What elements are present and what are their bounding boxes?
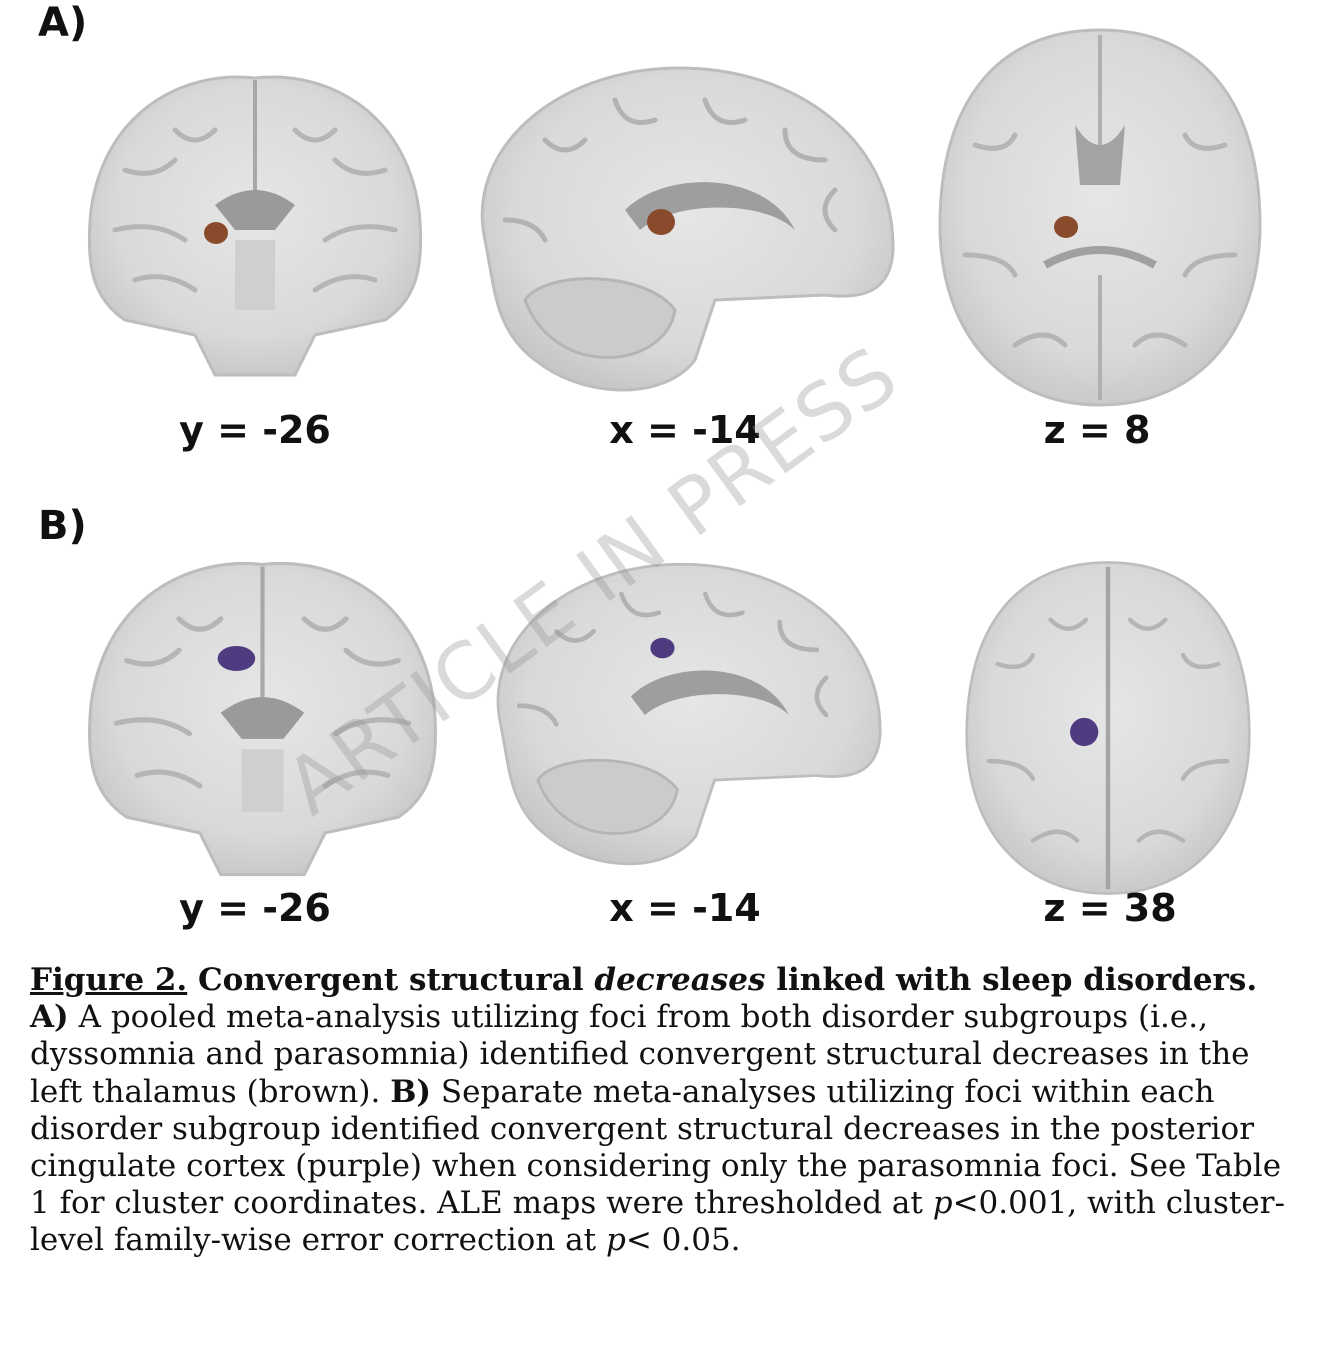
coord-label-a-sagittal: x = -14 bbox=[609, 408, 761, 452]
panel-label-a: A) bbox=[38, 0, 88, 46]
caption-threshold-2: < 0.05. bbox=[625, 1222, 741, 1259]
coord-label-a-axial: z = 8 bbox=[1043, 408, 1151, 452]
axial-brain-a bbox=[938, 28, 1262, 407]
caption-p1: p bbox=[932, 1185, 953, 1222]
sagittal-brain-b bbox=[496, 562, 882, 866]
cingulate-cluster bbox=[217, 645, 256, 672]
caption-title-italic: decreases bbox=[594, 962, 766, 998]
caption-p2: p bbox=[605, 1222, 626, 1259]
figure-label: Figure 2. bbox=[30, 962, 188, 998]
caption-title-1: Convergent structural bbox=[187, 962, 595, 998]
panel-label-b: B) bbox=[38, 503, 87, 549]
thalamus-cluster bbox=[1054, 216, 1078, 238]
coord-label-b-axial: z = 38 bbox=[1043, 886, 1177, 930]
coord-label-b-coronal: y = -26 bbox=[179, 886, 331, 930]
sagittal-brain-a bbox=[480, 66, 895, 392]
coord-label-b-sagittal: x = -14 bbox=[609, 886, 761, 930]
thalamus-cluster bbox=[204, 222, 228, 244]
figure-caption: Figure 2. Convergent structural decrease… bbox=[30, 962, 1300, 1260]
thalamus-cluster bbox=[647, 209, 675, 235]
caption-threshold-1: <0.001, with cluster-level family-wise e… bbox=[30, 1185, 1285, 1259]
caption-b-text: Separate meta-analyses utilizing foci wi… bbox=[30, 1073, 1282, 1222]
caption-title-2: linked with sleep disorders. bbox=[765, 962, 1258, 998]
axial-brain-b bbox=[965, 561, 1251, 895]
coronal-brain-a bbox=[87, 75, 423, 377]
cingulate-cluster bbox=[1070, 717, 1099, 747]
caption-a-label: A) bbox=[30, 999, 69, 1036]
caption-b-label: B) bbox=[390, 1073, 432, 1110]
coord-label-a-coronal: y = -26 bbox=[179, 408, 331, 452]
cingulate-cluster bbox=[650, 637, 675, 659]
coronal-brain-b bbox=[87, 561, 438, 877]
caption-a-text: A pooled meta-analysis utilizing foci fr… bbox=[30, 999, 1250, 1110]
